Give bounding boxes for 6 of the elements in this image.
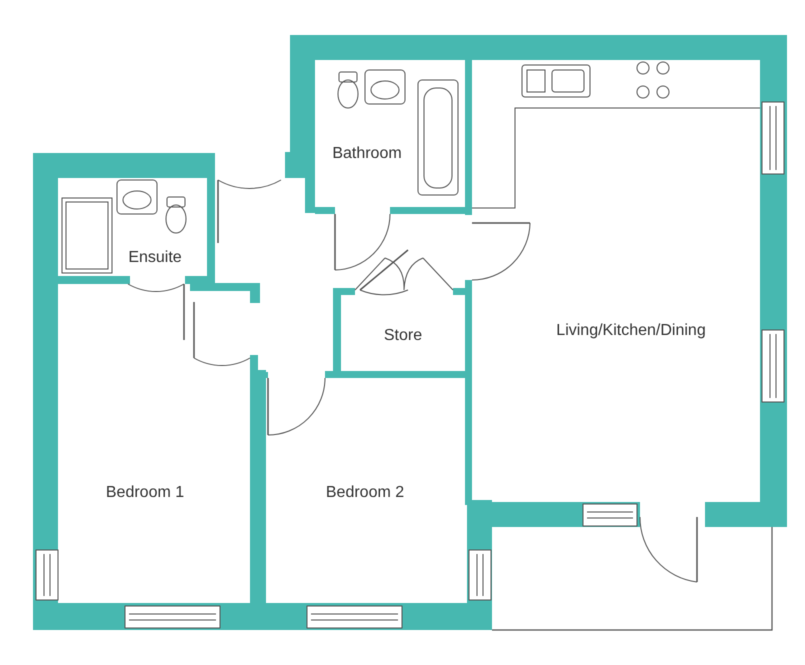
room-label: Bedroom 2 [326,484,404,502]
room-label: Bedroom 1 [106,484,184,502]
room-label: Store [384,327,422,345]
room-label: Ensuite [128,249,182,267]
room-label: Bathroom [332,145,402,163]
room-label: Living/Kitchen/Dining [556,322,706,340]
